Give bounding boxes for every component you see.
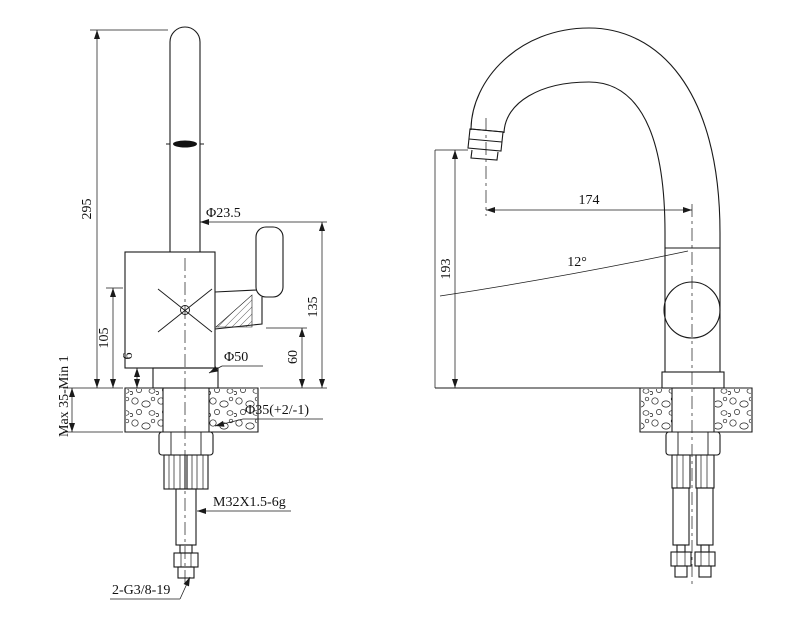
dim-base-height: 6 [121, 353, 136, 360]
base-plate-front [152, 367, 219, 389]
hose-crimp-connectors-front [163, 454, 209, 490]
hose-end-fitting-front [173, 544, 199, 579]
handle-front [255, 226, 284, 298]
dim-spout-diameter: Φ23.5 [206, 206, 241, 221]
dim-shank-thread: M32X1.5-6g [213, 495, 286, 510]
dim-handle-height: 135 [306, 297, 321, 318]
base-plate-side [661, 371, 725, 389]
dim-hole-diameter: Φ35(+2/-1) [245, 403, 309, 418]
threaded-shank-front [175, 488, 197, 546]
spray-angle-line [439, 250, 689, 297]
handle-connector [214, 289, 263, 330]
countertop-side [435, 387, 753, 433]
countertop-front [124, 387, 259, 433]
dim-body-height: 105 [97, 328, 112, 349]
mounting-nut-front [158, 431, 214, 456]
supply-hoses-side [671, 454, 715, 546]
dim-outlet-height: 193 [439, 259, 454, 280]
dim-outlet-angle: 12° [567, 255, 587, 270]
side-view [434, 27, 753, 588]
dim-handle-bottom: 60 [286, 350, 301, 364]
dim-spout-reach: 174 [579, 193, 600, 208]
reference-plane [434, 149, 468, 388]
gooseneck-spout [467, 27, 721, 234]
valve-seat-hatch [215, 294, 253, 328]
dim-overall-height: 295 [80, 199, 95, 220]
spout-pipe [166, 26, 204, 252]
front-dimensions: 295 Max 35-Min 1 105 6 Φ23.5 135 60 Φ50 … [57, 29, 327, 600]
side-dimensions: 174 193 12° [439, 150, 692, 388]
mounting-nut-side [665, 431, 721, 456]
dim-hose-connection: 2-G3/8-19 [112, 583, 170, 598]
faucet-body-side [661, 233, 725, 389]
faucet-body-front [124, 226, 284, 389]
dim-counter-thickness: Max 35-Min 1 [57, 355, 72, 437]
aerator-mark [173, 140, 197, 148]
hose-end-fittings-side [670, 544, 716, 578]
dim-base-diameter: Φ50 [224, 350, 248, 365]
